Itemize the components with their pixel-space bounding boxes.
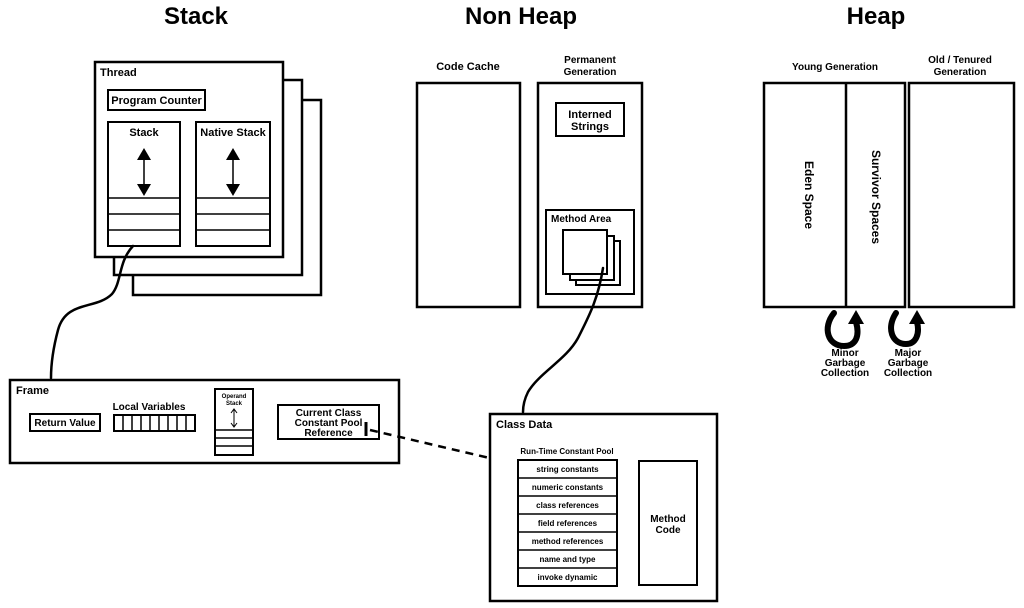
thread-box: Thread Program Counter Stack Native Stac… xyxy=(93,60,285,259)
native-stack-arrow-down-icon xyxy=(226,184,240,196)
run-time-constant-pool-title: Run-Time Constant Pool xyxy=(520,447,613,456)
code-cache-box xyxy=(415,81,522,309)
native-stack-arrow-up-icon xyxy=(226,148,240,160)
interned-strings-line1: Interned xyxy=(568,109,611,121)
old-generation: Old / Tenured Generation xyxy=(907,55,1016,309)
constant-pool-reference-arrow xyxy=(369,428,498,460)
constant-pool-reference-box: Current Class Constant Pool Reference xyxy=(277,404,380,440)
permanent-generation: Permanent Generation Interned Strings Me… xyxy=(536,55,644,309)
major-gc-arrow-icon xyxy=(888,310,925,348)
native-stack-label: Native Stack xyxy=(200,127,266,139)
frame-label: Frame xyxy=(16,385,49,397)
method-area-label: Method Area xyxy=(551,214,612,225)
program-counter-box xyxy=(107,89,206,111)
class-data-box: Class Data Run-Time Constant Pool string… xyxy=(488,412,719,603)
frame-box: Frame Return Value Local Variables Opera… xyxy=(8,378,401,465)
major-gc-label-line2: Garbage xyxy=(888,358,929,369)
pool-entry: field references xyxy=(538,519,598,528)
operand-stack-arrow-down-icon xyxy=(230,422,238,428)
operand-stack-label-line1: Operand xyxy=(222,394,247,400)
return-value-box xyxy=(29,413,101,432)
run-time-constant-pool: string constants numeric constants class… xyxy=(517,459,618,587)
stack-arrow-down-icon xyxy=(137,184,151,196)
young-generation-label: Young Generation xyxy=(792,62,878,73)
pool-entry: class references xyxy=(536,501,599,510)
stack-section-title: Stack xyxy=(164,3,229,30)
code-cache-label: Code Cache xyxy=(436,61,500,73)
operand-stack-label-line2: Stack xyxy=(226,401,243,407)
method-area: Method Area xyxy=(545,209,635,295)
major-gc-label-line1: Major xyxy=(895,348,922,359)
pool-entry: numeric constants xyxy=(532,483,604,492)
minor-gc-label-line3: Collection xyxy=(821,368,869,379)
perm-gen-label-line1: Permanent xyxy=(564,55,616,66)
local-variables-label: Local Variables xyxy=(113,402,186,413)
code-cache: Code Cache xyxy=(415,61,522,309)
minor-gc-arrow-icon xyxy=(824,310,864,350)
major-gc-label-line3: Collection xyxy=(884,368,932,379)
local-variables-array xyxy=(113,414,196,432)
method-code-line1: Method xyxy=(650,514,686,525)
thread-stack: Stack xyxy=(107,121,181,247)
operand-stack: Operand Stack xyxy=(214,388,254,456)
pool-entry: method references xyxy=(532,537,604,546)
ccp-reference-line2: Constant Pool xyxy=(295,418,363,429)
perm-gen-label-line2: Generation xyxy=(564,67,617,78)
minor-gc-label-line1: Minor xyxy=(831,348,858,359)
ccp-reference-line1: Current Class xyxy=(296,408,362,419)
interned-strings-box xyxy=(555,102,625,137)
pool-entry: invoke dynamic xyxy=(537,573,598,582)
class-data-label: Class Data xyxy=(496,419,553,431)
non-heap-section-title: Non Heap xyxy=(465,3,577,30)
stack-arrow-up-icon xyxy=(137,148,151,160)
native-stack: Native Stack xyxy=(195,121,271,247)
method-code-box xyxy=(638,460,698,586)
pool-entry: string constants xyxy=(536,465,599,474)
ccp-reference-line3: Reference xyxy=(304,428,353,439)
thread-stack-label: Stack xyxy=(129,127,159,139)
return-value-label: Return Value xyxy=(34,418,96,429)
operand-stack-arrow-up-icon xyxy=(230,408,238,414)
thread-label: Thread xyxy=(100,67,137,79)
method-code-line2: Code xyxy=(656,525,681,536)
heap-section-title: Heap xyxy=(847,3,906,30)
program-counter-label: Program Counter xyxy=(111,95,202,107)
old-generation-box xyxy=(907,81,1016,309)
eden-space-label: Eden Space xyxy=(802,161,816,229)
stack-to-frame-connector xyxy=(49,244,135,380)
old-generation-label-line2: Generation xyxy=(934,67,987,78)
method-area-page-front xyxy=(562,229,608,275)
young-generation-box xyxy=(762,81,907,309)
minor-gc-label-line2: Garbage xyxy=(825,358,866,369)
old-generation-label-line1: Old / Tenured xyxy=(928,55,992,66)
method-area-to-class-data-connector xyxy=(521,266,605,414)
pool-entry: name and type xyxy=(539,555,596,564)
survivor-spaces-label: Survivor Spaces xyxy=(869,150,883,244)
interned-strings-line2: Strings xyxy=(571,121,609,133)
young-generation: Young Generation Eden Space Survivor Spa… xyxy=(762,62,907,309)
